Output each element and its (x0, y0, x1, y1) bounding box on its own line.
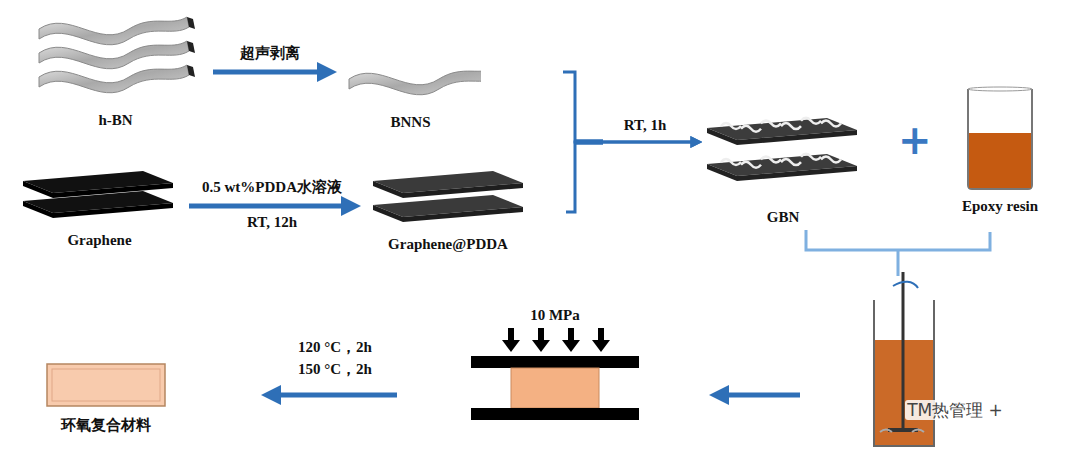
edge-label: 120 °C，2h (296, 338, 374, 356)
figure-node: h-BN (28, 5, 203, 129)
figure-node: Epoxy resin (940, 85, 1060, 215)
flow-arrow (718, 393, 800, 398)
figure-node: BNNS (338, 45, 483, 131)
illustration (341, 45, 481, 107)
merge-bracket (806, 230, 990, 276)
flow-arrow (563, 72, 697, 142)
flow-arrow-shaft (575, 140, 603, 145)
node-label: BNNS (390, 113, 430, 131)
edge-label: RT, 1h (622, 116, 669, 134)
plus-sign: + (898, 117, 932, 163)
illustration (467, 326, 643, 422)
illustration (31, 5, 201, 105)
illustration (15, 165, 185, 225)
node-label: 10 MPa (530, 306, 580, 324)
flow-arrow (213, 70, 328, 75)
flow-arrow (566, 142, 697, 212)
node-label: GBN (767, 208, 800, 226)
figure-node: 环氧复合材料 (38, 360, 174, 434)
flow-arrow (189, 204, 352, 209)
figure-node: Graphene@PDDA (358, 165, 538, 253)
figure-node: Graphene (12, 165, 187, 249)
edge-label: 超声剥离 (238, 44, 302, 62)
watermark: TM热管理 + (905, 400, 1005, 420)
node-label: 环氧复合材料 (61, 416, 151, 434)
edge-label: 0.5 wt%PDDA水溶液 (200, 178, 344, 196)
illustration (363, 165, 533, 229)
flow-arrow (270, 393, 397, 398)
illustration (703, 110, 863, 202)
node-label: Graphene@PDDA (388, 235, 508, 253)
flow-arrow-shaft (575, 140, 603, 145)
figure-node: GBN (703, 110, 863, 226)
illustration (43, 360, 169, 410)
illustration (960, 85, 1040, 191)
edge-label: 150 °C，2h (296, 360, 374, 378)
figure-node: 10 MPa (465, 306, 645, 422)
node-label: h-BN (98, 111, 132, 129)
edge-label: RT, 12h (245, 213, 299, 231)
node-label: Graphene (67, 231, 131, 249)
node-label: Epoxy resin (962, 197, 1038, 215)
